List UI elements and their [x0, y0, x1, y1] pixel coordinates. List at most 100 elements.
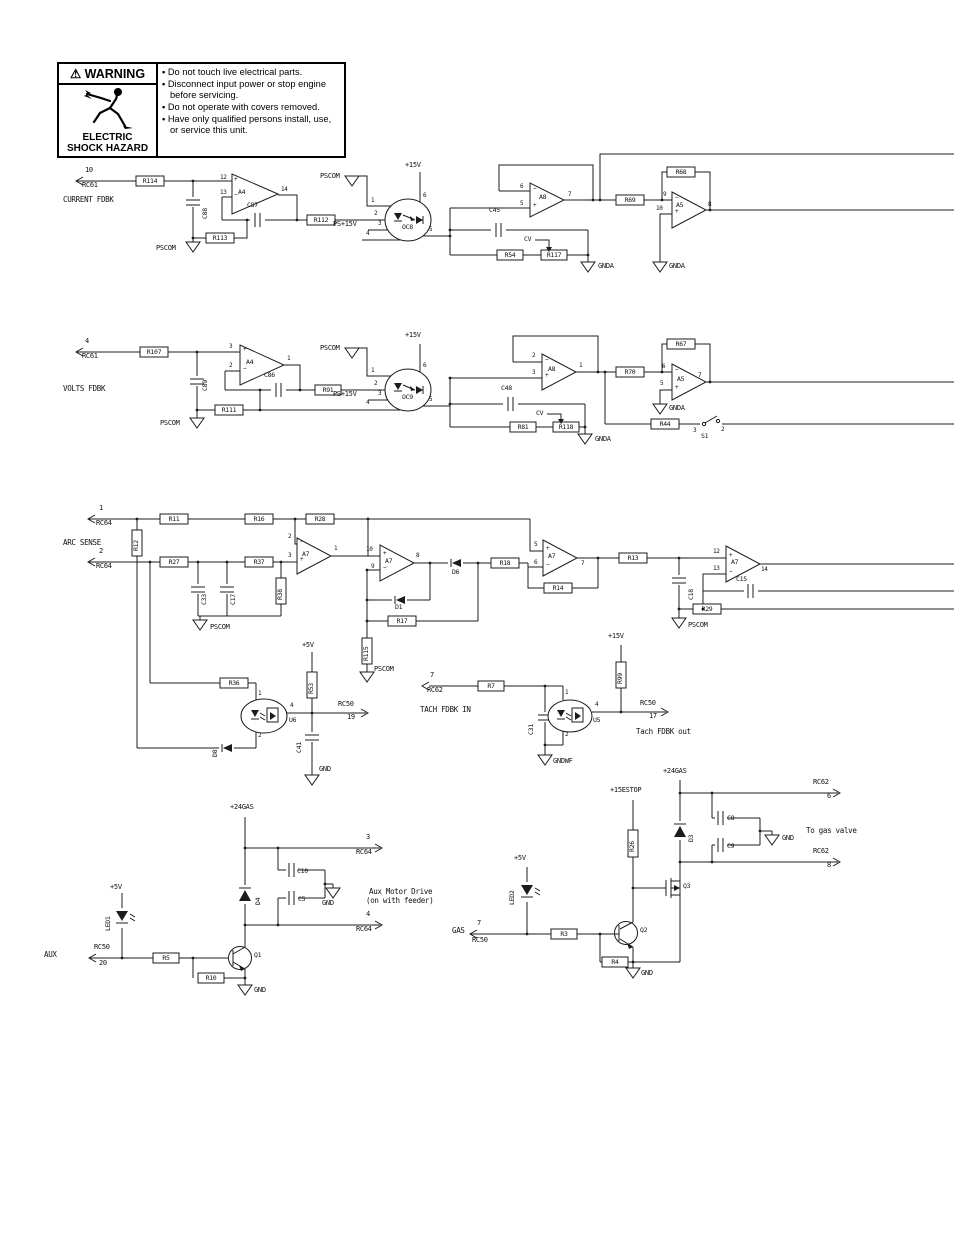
section-label: Tach FDBK out	[636, 727, 691, 736]
ground-label: PSCOM	[160, 419, 180, 427]
ground-label: GND	[641, 969, 653, 977]
resistor-ref: R117	[546, 250, 562, 259]
pin-number: 3	[288, 552, 292, 559]
resistor-ref: R44	[659, 419, 671, 428]
resistor-ref: R18	[499, 558, 511, 567]
resistor-R91	[314, 384, 342, 396]
resistor-ref: R69	[624, 195, 636, 204]
resistor-R3	[550, 928, 578, 940]
resistor-R54	[496, 249, 524, 261]
component-ref: U6	[289, 716, 297, 724]
connector-ref: 2	[99, 547, 103, 555]
component-ref: U5	[593, 716, 601, 724]
capacitor-ref: C41	[295, 742, 303, 753]
resistor-ref: R7	[487, 681, 495, 690]
power-label: +5V	[110, 883, 122, 891]
component-ref: D4	[254, 897, 262, 905]
resistor-R14	[543, 582, 573, 594]
resistor-ref: R91	[322, 385, 334, 394]
warning-title: ⚠ WARNING	[59, 64, 156, 85]
resistor-ref: R16	[253, 514, 265, 523]
transistor-Q2	[614, 921, 638, 945]
resistor-ref: R107	[146, 347, 162, 356]
pin-number: 3	[532, 369, 536, 376]
pin-number: 5	[534, 541, 538, 548]
resistor-ref: R28	[314, 514, 326, 523]
opamp-ref: A4	[238, 188, 246, 196]
power-label: +5V	[514, 854, 526, 862]
optocoupler-U5	[547, 699, 593, 733]
resistor-ref: R81	[517, 422, 529, 431]
pin-number: 1	[579, 362, 583, 369]
opamp-A5	[671, 191, 708, 229]
opamp-sign: −	[300, 538, 304, 545]
section-label: ARC SENSE	[63, 538, 101, 547]
pin-number: 4	[290, 702, 294, 709]
pin-number: 13	[220, 189, 227, 196]
connector-ref: 8	[827, 861, 831, 869]
pin-number: 2	[374, 380, 378, 387]
ground-label: PSCOM	[320, 344, 340, 352]
opamp-sign: +	[300, 556, 304, 563]
component-ref: S1	[701, 432, 709, 440]
resistor-ref: R5	[162, 953, 170, 962]
opamp-A7c	[542, 539, 579, 577]
connector-ref: RC62	[427, 686, 443, 694]
ground-label: GNDA	[669, 262, 685, 270]
connector-ref: 6	[827, 792, 831, 800]
resistor-ref: R37	[253, 557, 265, 566]
pin-number: 3	[229, 343, 233, 350]
pin-number: 3	[693, 427, 697, 434]
opamp-A4b	[239, 344, 286, 386]
capacitor-ref: C45	[489, 206, 500, 214]
diode-D1	[396, 596, 405, 604]
connector-ref: RC50	[94, 943, 110, 951]
opamp-sign: +	[546, 545, 550, 552]
pin-number: 9	[663, 191, 667, 198]
section-label: GAS	[452, 926, 465, 935]
capacitor-ref: C87	[247, 201, 258, 209]
resistor-R44	[650, 418, 680, 430]
resistor-ref: R53	[307, 683, 315, 694]
capacitor-ref: C9	[727, 842, 735, 850]
warning-bullets: Do not touch live electrical parts.Disco…	[158, 64, 344, 156]
component-ref: CV	[536, 409, 544, 417]
component-ref: Q1	[254, 951, 262, 959]
pin-number: 1	[565, 689, 569, 696]
ground-label: PSCOM	[688, 621, 708, 629]
capacitor-ref: C15	[736, 575, 747, 583]
pin-number: 14	[281, 186, 288, 193]
connector-ref: 4	[366, 910, 370, 918]
aux-motor-circuit	[87, 817, 384, 996]
pin-number: 2	[288, 533, 292, 540]
resistor-R36	[219, 677, 249, 689]
resistor-ref: R11	[168, 514, 180, 523]
power-label: +5V	[302, 641, 314, 649]
connector-ref: 7	[430, 671, 434, 679]
connector-ref: RC61	[82, 352, 98, 360]
component-ref: D6	[452, 568, 460, 576]
pin-number: 1	[258, 690, 262, 697]
opamp-sign: −	[234, 191, 238, 198]
power-label: +24GAS	[230, 803, 254, 811]
resistor-R38	[275, 577, 287, 605]
connector-ref: RC61	[82, 181, 98, 189]
pin-number: 6	[662, 363, 666, 370]
resistor-R17	[387, 615, 417, 627]
ground-label: GNDWF	[553, 757, 573, 765]
ground-label: GNDA	[595, 435, 611, 443]
arc-sense-circuit	[86, 513, 954, 786]
connector-ref: RC64	[356, 848, 372, 856]
pin-number: 2	[721, 426, 725, 433]
resistor-R28	[305, 513, 335, 525]
component-ref: CV	[524, 235, 532, 243]
opamp-sign: +	[675, 208, 679, 215]
pin-number: 2	[258, 732, 262, 739]
ground-label: GND	[254, 986, 266, 994]
resistor-R113	[205, 232, 235, 244]
diode-D6	[452, 559, 461, 567]
pin-number: 5	[520, 200, 524, 207]
capacitor-ref: C18	[687, 589, 695, 600]
ground-label: PSCOM	[210, 623, 230, 631]
capacitor-ref: C5	[298, 895, 306, 903]
